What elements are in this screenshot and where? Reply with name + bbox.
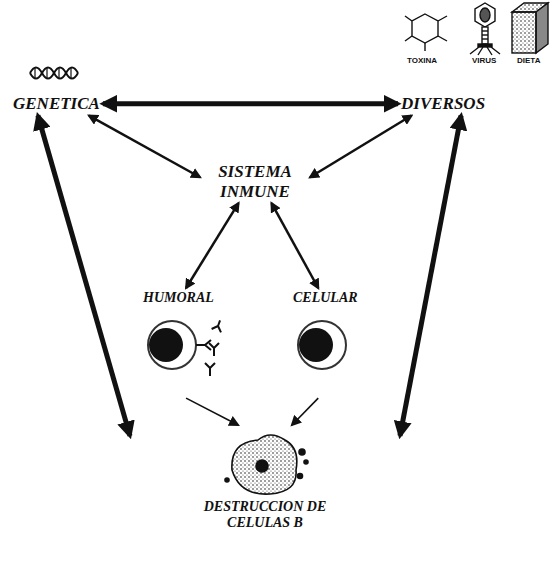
factor-label: GENETICA	[10, 92, 103, 116]
connector-arrow	[38, 116, 130, 436]
diet-icon	[512, 3, 548, 53]
destroyed-cell-icon	[225, 435, 308, 494]
virus-icon	[470, 3, 500, 55]
factor-label: DIVERSOS	[398, 92, 488, 116]
toxin-icon	[405, 14, 447, 51]
connector-arrow	[186, 398, 238, 425]
connector-arrow	[186, 203, 238, 288]
connector-arrow	[400, 116, 461, 436]
node-text: SISTEMA INMUNE	[203, 162, 307, 201]
response-label: HUMORAL	[140, 288, 217, 398]
connector-arrow	[89, 116, 200, 178]
response-label: CELULAR	[290, 288, 361, 398]
connector-arrow	[292, 398, 318, 425]
system-label: SISTEMA INMUNE	[200, 160, 310, 203]
icon-caption: DIETA	[517, 56, 540, 65]
node-text: GENETICA	[13, 94, 100, 114]
node-text: HUMORAL	[143, 290, 214, 306]
icon-caption: TOXINA	[407, 56, 437, 65]
t-cell-icon	[298, 321, 346, 369]
b-cell-icon	[148, 319, 225, 376]
dna-icon	[30, 68, 78, 79]
outcome-label: DESTRUCCION DE CELULAS B	[130, 425, 400, 533]
connector-arrow	[103, 101, 398, 106]
connector-arrow	[310, 116, 412, 178]
node-text: DIVERSOS	[401, 94, 485, 114]
node-text: CELULAR	[293, 290, 358, 306]
connector-arrow	[272, 203, 319, 288]
node-text: DESTRUCCION DE CELULAS B	[190, 499, 340, 531]
icon-caption: VIRUS	[472, 56, 496, 65]
